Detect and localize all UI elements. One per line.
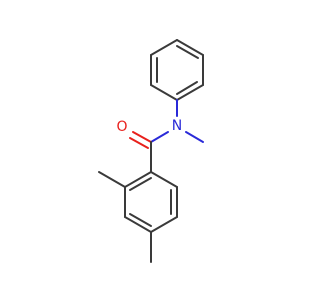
double-bond-inner [129, 177, 152, 191]
bond [176, 84, 204, 101]
molecule-structure: O N [98, 39, 204, 263]
oxygen-atom-label: O [116, 119, 127, 135]
bond [150, 39, 178, 56]
double-bond-inner [129, 213, 152, 227]
phenyl-ring [150, 39, 204, 101]
double-bond-inner [176, 45, 199, 59]
bond [150, 216, 178, 233]
double-bond-inner [176, 81, 198, 95]
bond [124, 216, 152, 233]
bond [176, 39, 204, 56]
bond-n-methyl [185, 131, 204, 143]
bond [150, 171, 178, 188]
bond [124, 171, 152, 188]
bond-n-carbonyl [150, 131, 169, 143]
carbonyl-double-bond [129, 131, 152, 149]
bond [150, 84, 178, 101]
bond-ortho-methyl [98, 171, 126, 188]
dimethylphenyl-ring [124, 171, 178, 233]
nitrogen-atom-label: N [172, 118, 182, 134]
